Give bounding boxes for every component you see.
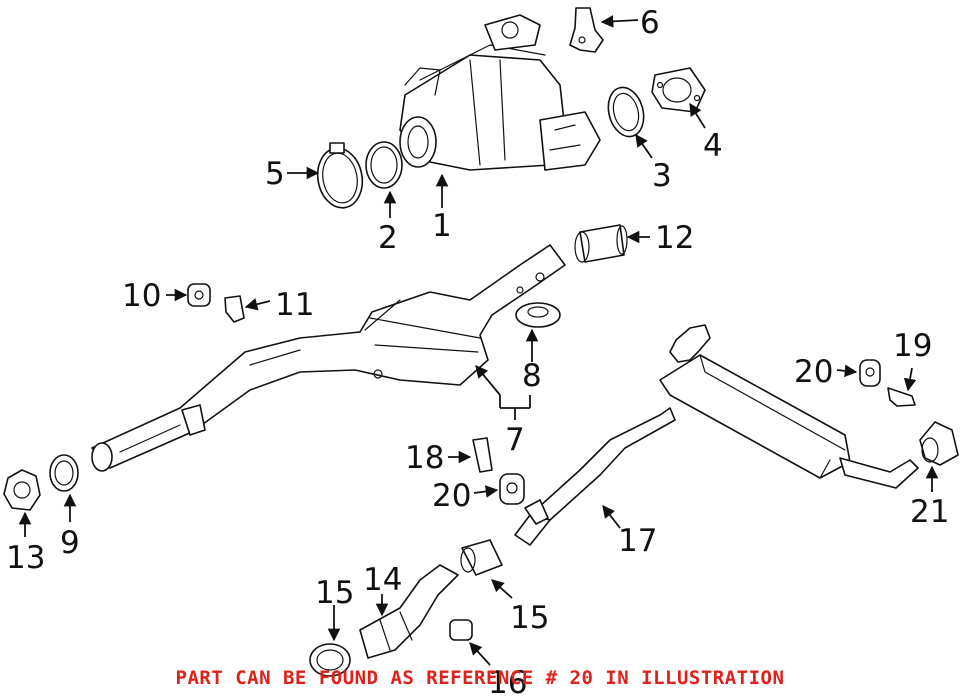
- callout-17: 17: [618, 523, 657, 559]
- part-10-hanger: [187, 283, 211, 307]
- part-2-gasket: [365, 141, 403, 189]
- part-14-pipe: [359, 564, 459, 659]
- callout-7: 7: [505, 422, 525, 458]
- callout-8: 8: [522, 358, 542, 394]
- part-11-bracket: [224, 295, 245, 323]
- callout-15-right: 15: [510, 600, 549, 636]
- part-19-bolt: [887, 387, 916, 407]
- callout-19: 19: [893, 328, 932, 364]
- part-20-hanger-upper: [859, 359, 881, 387]
- callout-3: 3: [652, 158, 672, 194]
- callout-5: 5: [265, 156, 285, 192]
- part-15-clamp-left: [309, 643, 351, 677]
- part-7-front-pipe: [91, 244, 566, 472]
- callout-6: 6: [640, 5, 660, 41]
- callout-12: 12: [655, 220, 694, 256]
- callout-4: 4: [703, 128, 723, 164]
- callout-16: 16: [488, 665, 527, 696]
- callout-10: 10: [122, 278, 161, 314]
- callout-11: 11: [275, 287, 314, 323]
- part-15-clamp-right: [460, 539, 503, 576]
- part-3-gasket: [607, 86, 645, 138]
- callout-20-lower: 20: [432, 478, 471, 514]
- callout-15-left: 15: [315, 575, 354, 611]
- part-6-bracket: [569, 7, 604, 53]
- callout-20-upper: 20: [794, 354, 833, 390]
- part-16-sleeve: [449, 619, 473, 641]
- part-5-clamp: [316, 142, 364, 209]
- part-9-gasket: [49, 454, 79, 492]
- part-4-flange-gasket: [651, 67, 706, 113]
- callout-9: 9: [60, 525, 80, 561]
- part-17-rear-muffler: [514, 324, 919, 546]
- leader-lines: [18, 15, 939, 666]
- callout-21: 21: [910, 494, 949, 530]
- callout-18: 18: [405, 440, 444, 476]
- callout-13: 13: [6, 540, 45, 576]
- part-18-bracket: [472, 437, 493, 473]
- part-12-clamp: [574, 224, 628, 263]
- callout-14: 14: [363, 562, 402, 598]
- part-13-flange: [3, 469, 41, 511]
- part-21-tailpipe-tip: [919, 421, 959, 466]
- part-1-particulate-filter: [399, 14, 601, 171]
- reference-caption: PART CAN BE FOUND AS REFERENCE # 20 IN I…: [176, 667, 785, 689]
- part-8-grommet: [515, 302, 561, 328]
- callout-1: 1: [432, 208, 452, 244]
- callout-labels: 5 2 1 3 4 6 12 10 11 8 7 9 13 18 20 17 2…: [6, 5, 949, 696]
- callout-2: 2: [378, 220, 398, 256]
- part-20-hanger-lower: [499, 473, 525, 505]
